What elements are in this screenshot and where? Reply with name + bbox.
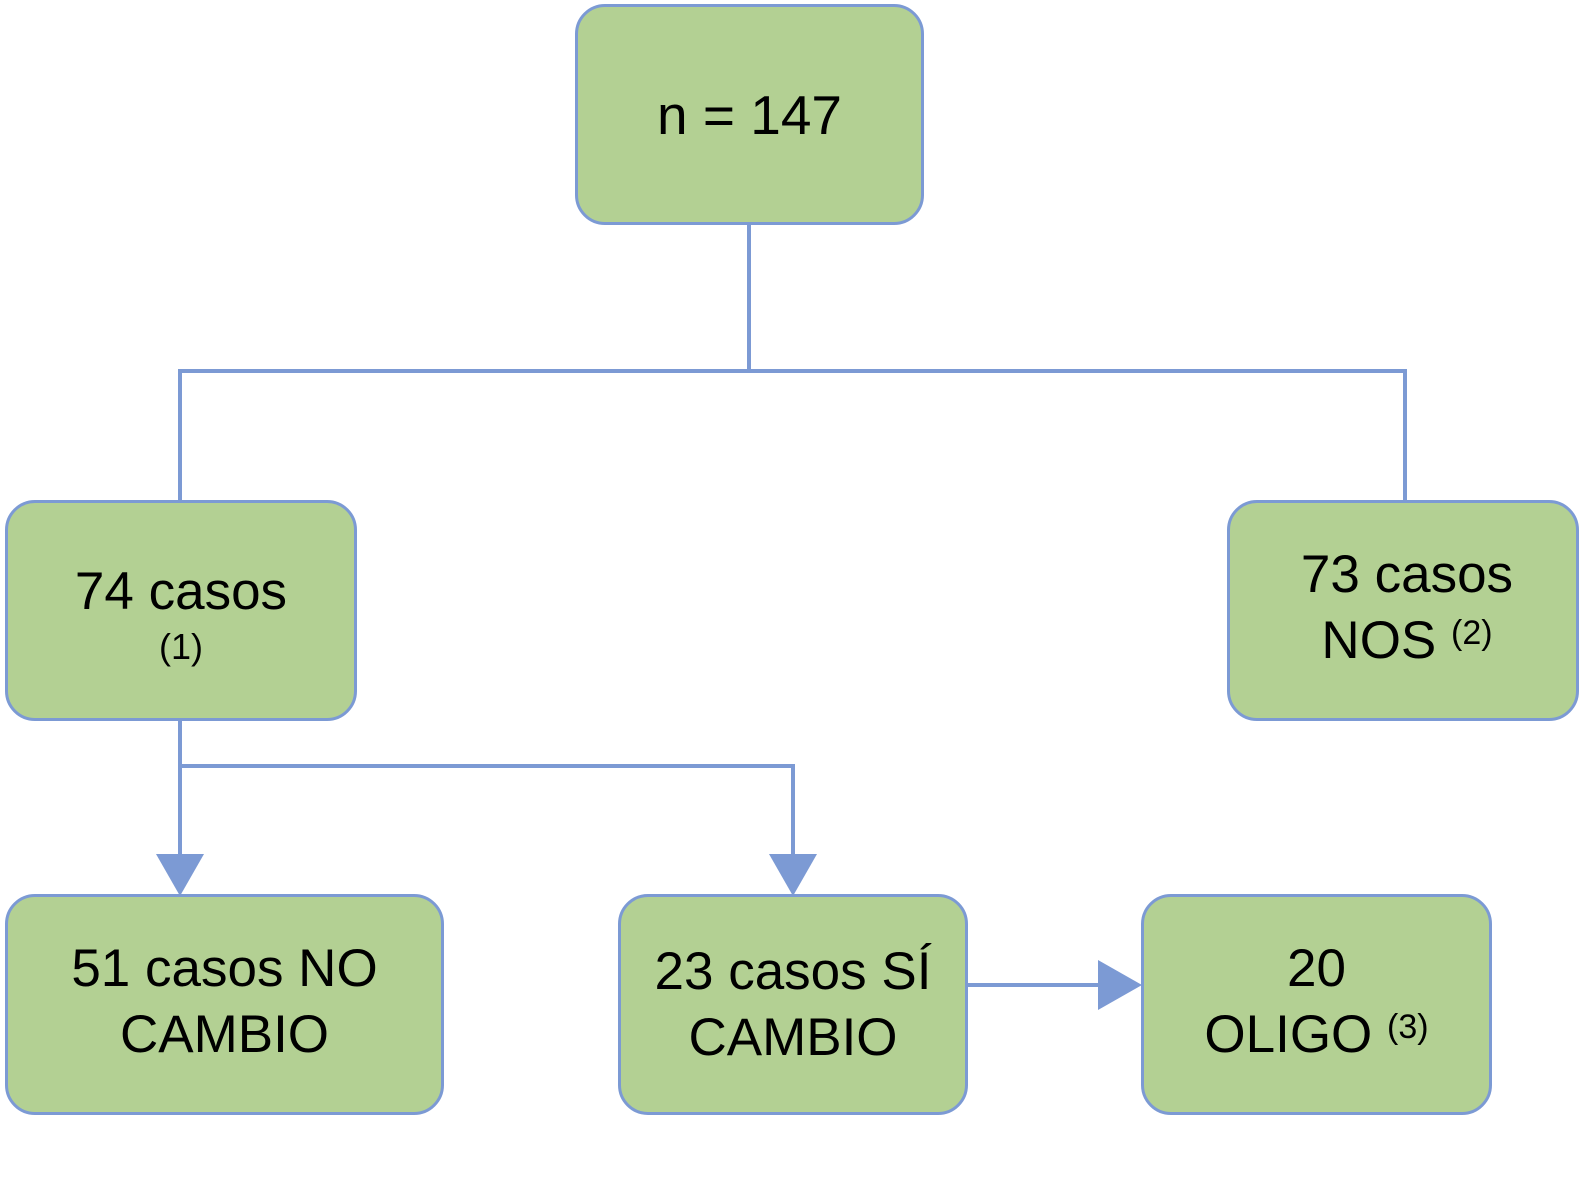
arrowhead-yes-change <box>769 854 817 896</box>
node-oligo-line: OLIGO (3) <box>1204 1002 1428 1074</box>
node-51-line2: CAMBIO <box>119 1004 330 1064</box>
node-73-cases-label: 73 casos <box>1300 544 1514 604</box>
node-nos-line: NOS (2) <box>1321 608 1492 680</box>
node-20-oligo: 20 OLIGO (3) <box>1141 894 1492 1115</box>
node-total-cases-label: n = 147 <box>656 83 843 146</box>
node-total-cases: n = 147 <box>575 4 924 225</box>
node-51-no-change: 51 casos NO CAMBIO <box>5 894 444 1115</box>
connector-top-split <box>178 369 1407 500</box>
node-23-line1: 23 casos SÍ <box>654 941 932 1001</box>
node-23-line2: CAMBIO <box>688 1007 898 1067</box>
node-oligo-label: OLIGO <box>1204 1004 1373 1064</box>
connector-bottom-split <box>180 764 795 858</box>
node-nos-label: NOS <box>1321 610 1437 670</box>
node-nos-note: (2) <box>1451 613 1493 652</box>
node-74-cases-note: (1) <box>159 625 203 667</box>
node-74-cases-label: 74 casos <box>74 561 288 621</box>
node-73-cases-nos: 73 casos NOS (2) <box>1227 500 1579 721</box>
node-51-line1: 51 casos NO <box>71 938 378 998</box>
arrowhead-no-change <box>156 854 204 896</box>
arrowhead-oligo <box>1098 960 1142 1010</box>
node-74-cases: 74 casos (1) <box>5 500 357 721</box>
node-oligo-note: (3) <box>1387 1007 1429 1046</box>
node-20-line1: 20 <box>1287 938 1346 998</box>
node-23-yes-change: 23 casos SÍ CAMBIO <box>618 894 968 1115</box>
